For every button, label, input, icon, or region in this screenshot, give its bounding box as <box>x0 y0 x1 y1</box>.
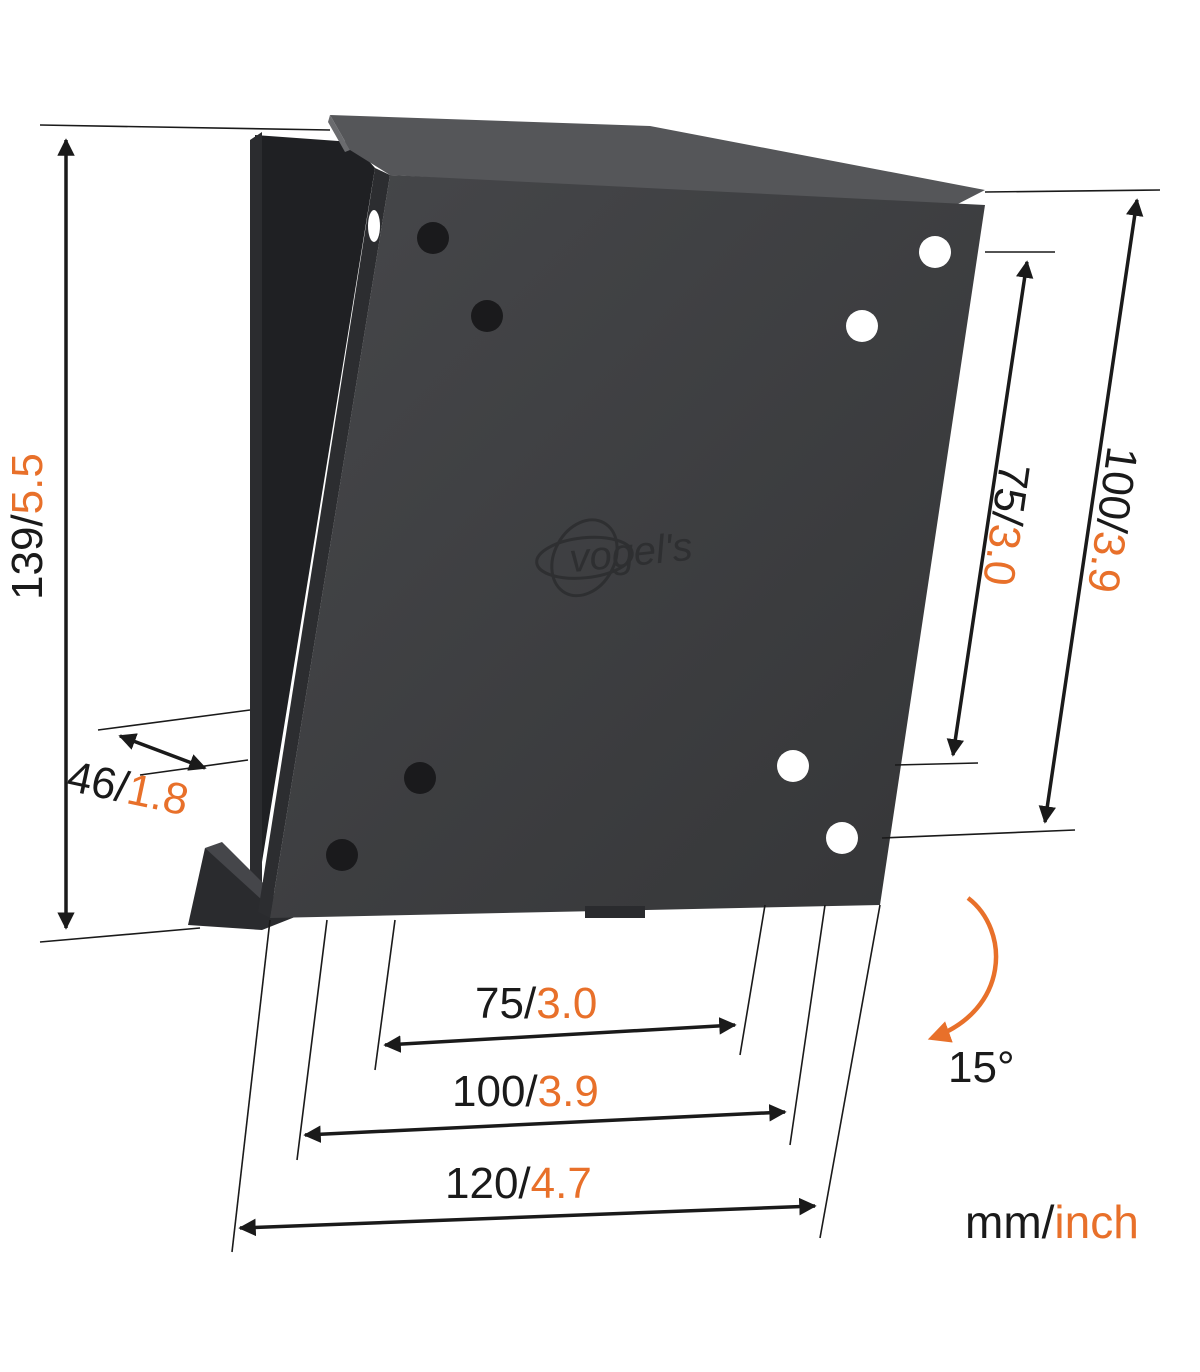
vesa-v-large-arrow <box>1038 198 1144 824</box>
top-fold <box>330 115 985 208</box>
width-label: 120/4.7 <box>445 1159 592 1208</box>
through-hole <box>846 310 878 342</box>
vesa-h-small-label: 75/3.0 <box>475 979 597 1028</box>
vesa-v-small-arrow <box>946 260 1034 757</box>
through-hole <box>826 822 858 854</box>
vesa-h-small-arrow <box>383 1017 737 1053</box>
through-hole <box>777 750 809 782</box>
bracket-foot-lip <box>205 842 275 900</box>
side-hole <box>368 210 380 242</box>
wall-mount-bracket: vogel's <box>188 115 985 930</box>
tilt-indicator: 15° <box>927 896 1015 1092</box>
mount-hole <box>417 222 449 254</box>
vesa-plate-left-edge <box>258 168 390 918</box>
tilt-label: 15° <box>948 1043 1015 1092</box>
through-hole <box>919 236 951 268</box>
plate-tab <box>585 906 645 918</box>
tilt-arrow-icon <box>927 896 999 1043</box>
units-legend: mm/inch <box>965 1196 1139 1248</box>
dimension-arrows <box>57 138 1144 1237</box>
vesa-v-large-label: 100/3.9 <box>1078 444 1147 596</box>
wall-plate <box>255 135 375 905</box>
vesa-v-small-label: 75/3.0 <box>973 461 1039 589</box>
mount-hole <box>404 762 436 794</box>
mount-hole <box>471 300 503 332</box>
width-arrow <box>238 1197 817 1237</box>
height-label: 139/5.5 <box>3 453 52 600</box>
top-fold-edge <box>328 115 350 152</box>
depth-label: 46/1.8 <box>63 752 193 825</box>
wall-plate-edge <box>250 132 262 918</box>
vesa-h-large-arrow <box>303 1104 787 1143</box>
depth-arrow <box>118 733 207 771</box>
vesa-h-large-label: 100/3.9 <box>452 1067 599 1116</box>
mount-hole <box>326 839 358 871</box>
